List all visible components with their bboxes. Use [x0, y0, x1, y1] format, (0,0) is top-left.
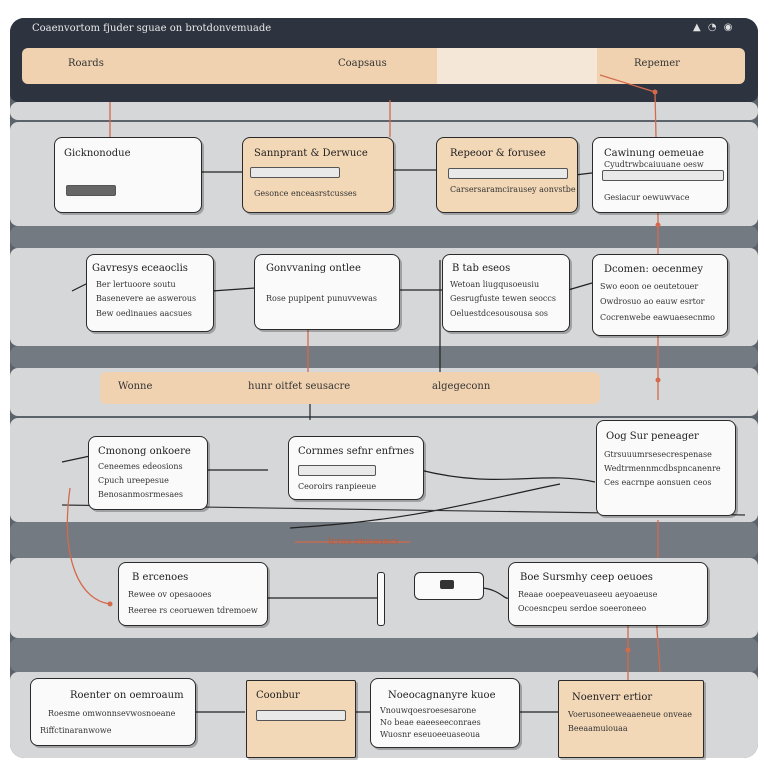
- accent-wire-3: [599, 74, 657, 138]
- connector-label: Icrus emeasncs: [328, 537, 399, 547]
- node-text-r5-4-1: Voerusoneeweaaeneue onveae: [568, 710, 693, 719]
- connector-r3-a: [61, 455, 91, 463]
- node-title-r5-2: Coonbur: [256, 690, 300, 701]
- node-text-r5-3-1: Vnouwqoesroesesarone: [380, 706, 477, 715]
- node-text-r2-2-1: Rose pupipent punuvvewas: [266, 294, 378, 303]
- node-text-r2-1-1: Ber lertuoore soutu: [96, 280, 176, 289]
- node-card-r3-3[interactable]: [596, 420, 736, 516]
- accent-wire-9: [66, 487, 111, 605]
- node-title-r2-4: Dcomen: oecenmey: [604, 264, 703, 275]
- node-input-r1-3[interactable]: [448, 168, 568, 179]
- node-input-r3-2[interactable]: [298, 465, 376, 476]
- node-text-r3-1-3: Benosanmosrmesaes: [98, 490, 183, 499]
- node-card-r5-4[interactable]: [558, 680, 704, 758]
- node-title-r2-3: B tab eseos: [452, 263, 511, 274]
- node-text-r5-4-2: Beeaamuiouaa: [568, 724, 628, 733]
- node-text-r4-1-2: Reeree rs ceoruewen tdremoew: [128, 606, 258, 615]
- connector-r3-d: [289, 483, 561, 529]
- node-text-r5-3-3: Wuosnr eseuoeeuaseoua: [380, 730, 481, 739]
- section-label-left[interactable]: Wonne: [118, 381, 153, 392]
- node-text-r3-1-1: Ceneemes edeosions: [98, 462, 183, 471]
- vertical-slider[interactable]: [377, 572, 385, 626]
- toggle-knob-icon[interactable]: [440, 580, 454, 589]
- node-card-r2-4[interactable]: [592, 254, 728, 336]
- node-text-r5-1-2: Riffctinaranwowe: [40, 726, 112, 735]
- node-title-r4-1: B ercenoes: [132, 572, 189, 583]
- band-top-divider: [10, 102, 758, 120]
- node-title-r5-1: Roenter on oemroaum: [70, 690, 184, 701]
- node-title-r2-2: Gonvvaning ontlee: [266, 263, 361, 274]
- node-title-r3-2: Cornmes sefnr enfrnes: [298, 446, 415, 457]
- app-title: Coaenvortom fjuder sguae on brotdonvemua…: [32, 23, 272, 34]
- connector-r4-b: [482, 587, 509, 599]
- connector-r2-d: [567, 282, 593, 291]
- node-text-r1-2-1: Gesonce enceasrstcusses: [254, 189, 357, 198]
- node-title-r5-4: Noenverr ertior: [572, 692, 653, 703]
- node-text-r3-1-2: Cpuch ureepesue: [98, 476, 169, 485]
- node-text-r2-4-2: Owdrosuo ao eauw esrtor: [600, 297, 705, 306]
- band-divider-3: [10, 522, 758, 558]
- section-label-middle[interactable]: hunr oitfet seusacre: [248, 381, 351, 392]
- node-text-r4-2-2: Ocoesncpeu serdoe soeeroneeo: [518, 604, 647, 613]
- header-label-middle[interactable]: Coapsaus: [338, 58, 387, 69]
- node-title-r4-2: Boe Sursmhy ceep oeuoes: [520, 572, 653, 583]
- node-card-r2-1[interactable]: [86, 254, 214, 332]
- node-text-r3-3-2: Wedtrmennmcdbspncanenre: [604, 464, 721, 473]
- node-card-r2-3[interactable]: [442, 254, 570, 332]
- band-divider-1: [10, 226, 758, 248]
- window-controls-icon[interactable]: ▲ ◔ ◉: [693, 22, 735, 33]
- header-label-left[interactable]: Roards: [68, 58, 104, 69]
- section-bar: [100, 372, 600, 404]
- header-bar-highlight: [437, 48, 597, 84]
- node-text-r2-3-2: Gesrugfuste tewen seoccs: [450, 294, 556, 303]
- node-title-r1-2: Sannprant & Derwuce: [254, 148, 368, 159]
- band-divider-2: [10, 346, 758, 368]
- node-card-r5-1[interactable]: [30, 678, 196, 746]
- node-card-r4-1[interactable]: [118, 562, 268, 626]
- node-card-r1-1[interactable]: [54, 137, 202, 213]
- node-text-r2-3-3: Oeluestdcesousousa sos: [450, 309, 548, 318]
- node-text-r5-3-2: No beae eaeeseeconraes: [380, 718, 481, 727]
- node-text-r3-3-3: Ces eacrnpe aonsuen ceos: [604, 478, 712, 487]
- node-text-r1-4-2: Gesiacur oewuwvace: [604, 193, 690, 202]
- node-input-r1-1[interactable]: [66, 185, 116, 196]
- node-text-r2-4-1: Swo eoon oe oeutetouer: [600, 282, 699, 291]
- node-text-r3-2-1: Ceoroirs ranpieeue: [298, 482, 377, 491]
- connector-r2-b: [211, 287, 256, 292]
- node-text-r4-1-1: Rewee ov opesaooes: [128, 590, 212, 599]
- node-text-r3-3-1: Gtrsuuumrsesecrespenase: [604, 450, 712, 459]
- node-input-r5-2[interactable]: [256, 710, 346, 721]
- node-title-r1-1: Gicknonodue: [64, 148, 131, 159]
- node-card-r4-2[interactable]: [508, 562, 708, 626]
- node-text-r1-3-1: Carsersaramcirausey aonvstbe: [450, 185, 576, 194]
- node-text-r2-1-3: Bew oedinaues aacsues: [96, 309, 192, 318]
- node-text-r2-1-2: Basenevere ae aswerous: [96, 294, 197, 303]
- connector-r2-a: [71, 282, 89, 292]
- node-title-r1-3: Repeoor & forusee: [450, 148, 546, 159]
- node-title-r1-4: Cawinung oemeuae: [604, 148, 704, 159]
- node-text-r5-1-1: Roesme omwonnsevwosnoeane: [48, 709, 176, 718]
- section-label-right[interactable]: algegeconn: [432, 381, 491, 392]
- node-card-r3-1[interactable]: [88, 436, 208, 510]
- header-label-right[interactable]: Repemer: [634, 58, 680, 69]
- node-title-r3-3: Oog Sur peneager: [606, 431, 699, 442]
- node-title-r5-3: Noeocagnanyre kuoe: [388, 690, 496, 701]
- node-title-r2-1: Gavresys eceaoclis: [92, 263, 188, 274]
- band-divider-4: [10, 638, 758, 672]
- header-bar: [22, 48, 745, 84]
- node-title-r3-1: Cmonong onkoere: [98, 446, 191, 457]
- node-text-r1-4-1: Cyudtrwbcaiuuane oesw: [604, 160, 704, 169]
- node-input-r1-4[interactable]: [602, 170, 724, 181]
- node-card-r5-3[interactable]: [370, 678, 520, 748]
- node-card-r2-2[interactable]: [254, 254, 400, 330]
- node-text-r2-4-3: Cocrenwebe eawuaesecnmo: [600, 313, 715, 322]
- node-text-r4-2-1: Reaae ooepeaveuaseeu aeyoaeuse: [518, 590, 658, 599]
- node-input-r1-2[interactable]: [250, 167, 340, 178]
- connector-r3-c: [419, 469, 596, 483]
- node-text-r2-3-1: Wetoan liugqusoeusiu: [450, 280, 540, 289]
